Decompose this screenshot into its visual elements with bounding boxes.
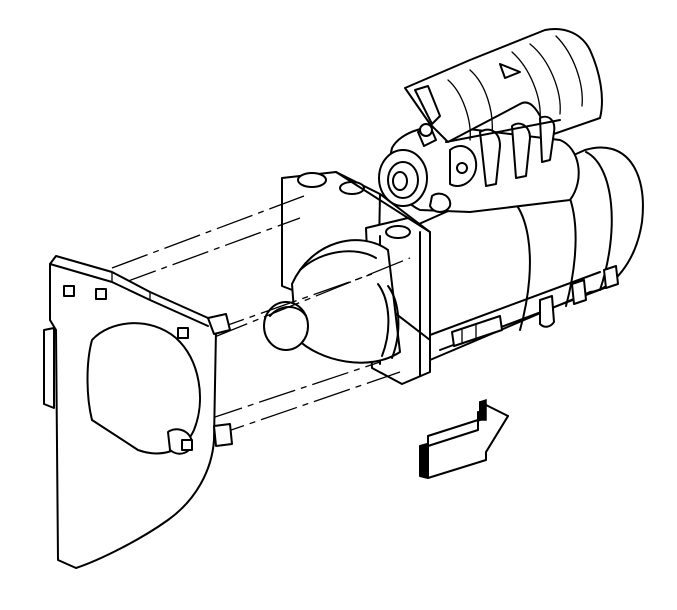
starter-motor	[409, 146, 644, 361]
solenoid	[378, 123, 580, 213]
terminal-boot	[404, 28, 603, 187]
direction-arrow	[419, 398, 509, 479]
drive-nose	[263, 239, 401, 364]
alignment-lines	[111, 195, 411, 439]
bracket-plate	[43, 255, 233, 569]
